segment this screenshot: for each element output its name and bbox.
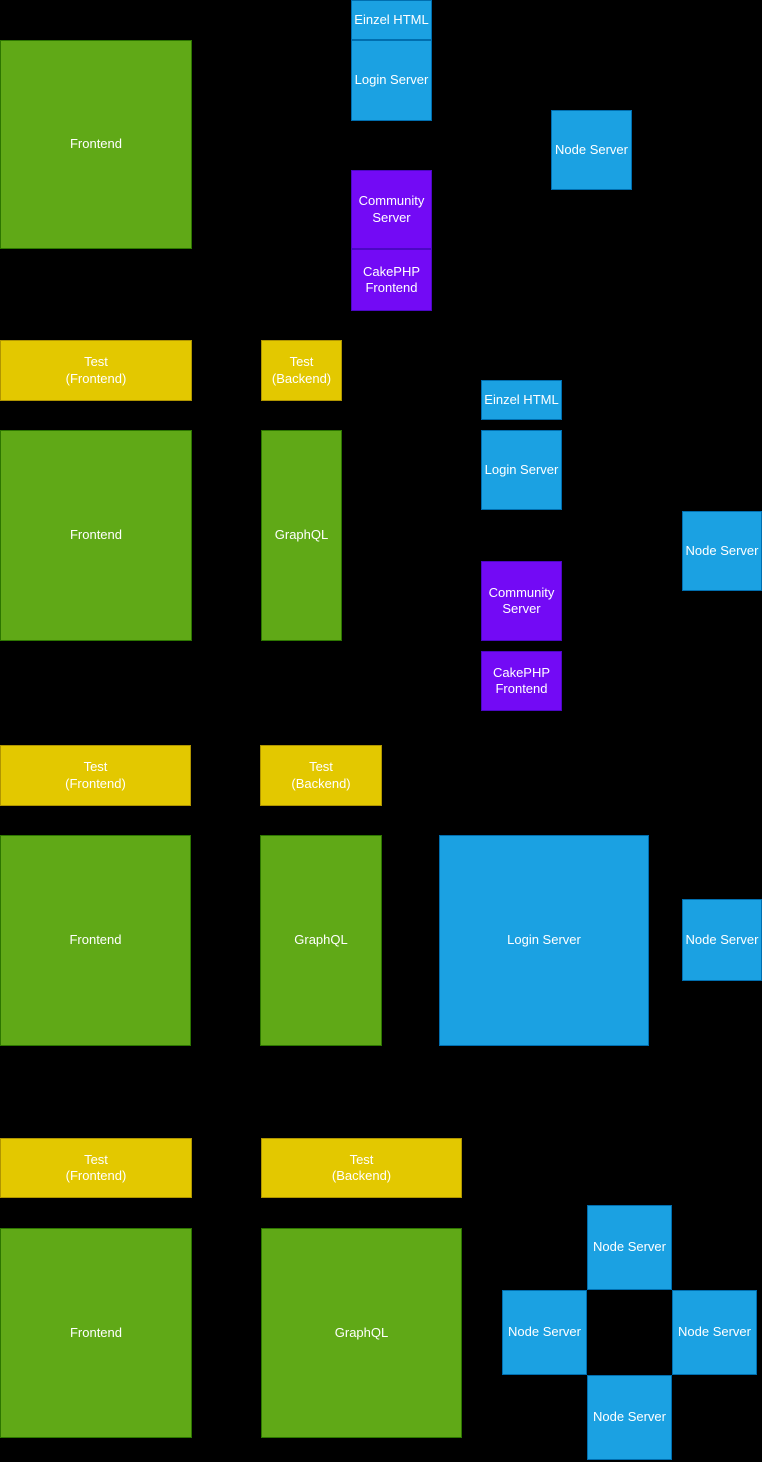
- diagram-node-test-frontend-4[interactable]: Test (Frontend): [0, 1138, 192, 1198]
- diagram-node-frontend-2[interactable]: Frontend: [0, 430, 192, 641]
- diagram-node-node-server-3[interactable]: Node Server: [682, 899, 762, 981]
- diagram-node-label: Einzel HTML: [354, 11, 429, 27]
- diagram-node-label: Login Server: [507, 932, 581, 948]
- diagram-node-label: Node Server: [555, 141, 628, 157]
- diagram-node-test-frontend-3[interactable]: Test (Frontend): [0, 745, 191, 806]
- diagram-node-frontend-3[interactable]: Frontend: [0, 835, 191, 1046]
- diagram-node-label: GraphQL: [334, 1324, 389, 1340]
- diagram-node-label: Frontend: [69, 1324, 123, 1340]
- diagram-node-einzel-html-2[interactable]: Einzel HTML: [481, 380, 562, 420]
- diagram-node-label: Test (Backend): [271, 354, 332, 386]
- diagram-node-label: Node Server: [593, 1409, 666, 1425]
- diagram-node-label: Frontend: [69, 527, 123, 543]
- diagram-node-label: Test (Backend): [331, 1151, 392, 1183]
- diagram-node-graphql-4[interactable]: GraphQL: [261, 1228, 462, 1438]
- diagram-node-label: Test (Frontend): [65, 1151, 127, 1183]
- diagram-node-test-backend-3[interactable]: Test (Backend): [260, 745, 382, 806]
- diagram-node-cakephp-frontend-2[interactable]: CakePHP Frontend: [481, 651, 562, 711]
- diagram-node-label: Frontend: [69, 136, 123, 152]
- diagram-node-node-server-1[interactable]: Node Server: [551, 110, 632, 190]
- diagram-node-test-backend-4[interactable]: Test (Backend): [261, 1138, 462, 1198]
- diagram-node-login-server-2[interactable]: Login Server: [481, 430, 562, 510]
- diagram-node-label: Community Server: [358, 193, 425, 225]
- diagram-node-node-server-right[interactable]: Node Server: [672, 1290, 757, 1375]
- diagram-node-node-server-top[interactable]: Node Server: [587, 1205, 672, 1290]
- diagram-node-label: CakePHP Frontend: [492, 664, 551, 696]
- diagram-node-node-server-bottom[interactable]: Node Server: [587, 1375, 672, 1460]
- diagram-node-graphql-3[interactable]: GraphQL: [260, 835, 382, 1046]
- diagram-node-label: Node Server: [508, 1324, 581, 1340]
- diagram-node-label: CakePHP Frontend: [362, 263, 421, 295]
- diagram-node-test-frontend-2[interactable]: Test (Frontend): [0, 340, 192, 401]
- diagram-node-frontend-1[interactable]: Frontend: [0, 40, 192, 249]
- diagram-node-community-server-2[interactable]: Community Server: [481, 561, 562, 641]
- diagram-node-label: Einzel HTML: [484, 391, 559, 407]
- diagram-node-label: Node Server: [685, 931, 759, 947]
- diagram-node-graphql-2[interactable]: GraphQL: [261, 430, 342, 641]
- diagram-node-label: Test (Frontend): [65, 354, 127, 386]
- diagram-node-label: GraphQL: [274, 527, 329, 543]
- diagram-node-node-server-2[interactable]: Node Server: [682, 511, 762, 591]
- diagram-node-einzel-html-1[interactable]: Einzel HTML: [351, 0, 432, 40]
- diagram-node-login-server-1[interactable]: Login Server: [351, 40, 432, 121]
- diagram-node-login-server-3[interactable]: Login Server: [439, 835, 649, 1046]
- diagram-node-community-server-1[interactable]: Community Server: [351, 170, 432, 249]
- diagram-node-label: GraphQL: [294, 932, 348, 948]
- diagram-node-label: Node Server: [593, 1239, 666, 1255]
- diagram-node-label: Test (Frontend): [65, 759, 126, 791]
- diagram-node-frontend-4[interactable]: Frontend: [0, 1228, 192, 1438]
- diagram-node-label: Login Server: [484, 461, 559, 477]
- diagram-node-label: Community Server: [488, 584, 555, 616]
- diagram-node-label: Node Server: [685, 542, 759, 558]
- diagram-node-test-backend-2[interactable]: Test (Backend): [261, 340, 342, 401]
- diagram-node-label: Test (Backend): [291, 759, 351, 791]
- diagram-node-node-server-left[interactable]: Node Server: [502, 1290, 587, 1375]
- diagram-node-label: Node Server: [678, 1324, 751, 1340]
- diagram-node-label: Login Server: [354, 72, 429, 88]
- diagram-node-cakephp-frontend-1[interactable]: CakePHP Frontend: [351, 249, 432, 311]
- diagram-node-label: Frontend: [69, 932, 122, 948]
